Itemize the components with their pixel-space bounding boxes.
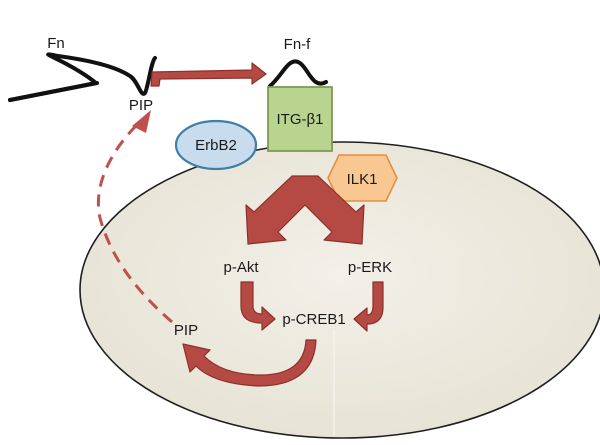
p-akt-label: p-Akt — [223, 259, 259, 276]
p-erk-label: p-ERK — [348, 259, 392, 276]
pip-top-label: PIP — [129, 97, 153, 114]
fn-strand-segment — [8, 81, 99, 102]
pip-feedback-arrowhead — [132, 110, 151, 133]
ilk1-kinase — [327, 154, 398, 202]
p-creb1-label: p-CREB1 — [282, 311, 345, 328]
fn-strand — [8, 52, 157, 102]
ilk1-label: ILK1 — [347, 171, 378, 188]
erbb2-receptor — [174, 119, 258, 171]
fn-f-label: Fn-f — [284, 36, 312, 53]
itg-b1-label: ITG-β1 — [277, 111, 324, 128]
itg-b1-receptor — [267, 86, 333, 152]
pip-inner-label: PIP — [174, 322, 198, 339]
fn-f-fragment — [268, 59, 328, 88]
akt-to-creb1-arrow — [240, 281, 276, 331]
fn-label: Fn — [47, 35, 65, 52]
branch-arrow — [245, 175, 365, 245]
erk-to-creb1-arrow — [353, 281, 384, 332]
creb1-to-pip-arrow — [182, 339, 317, 387]
cleavage-arrow — [150, 62, 267, 87]
pip-feedback-dashed-arrow — [97, 118, 173, 324]
erbb2-label: ErbB2 — [195, 137, 237, 154]
